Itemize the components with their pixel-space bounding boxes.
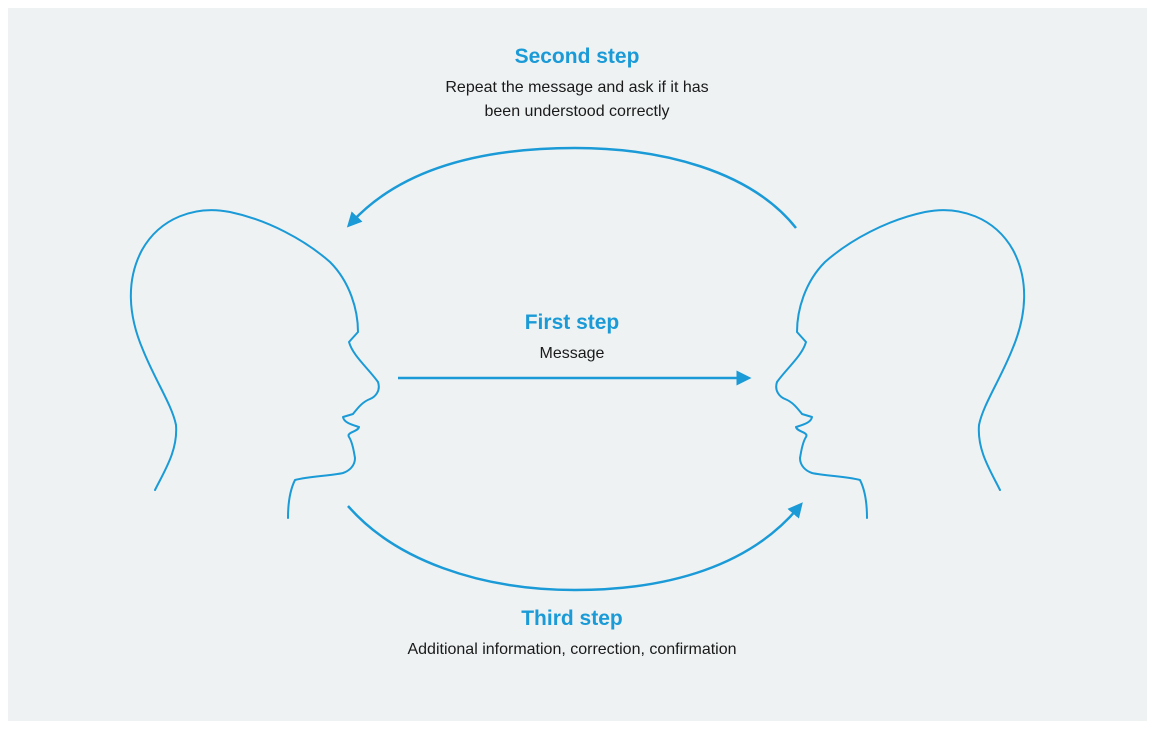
first-step-label: First step Message [422, 310, 722, 366]
right-head-icon [775, 209, 1026, 519]
third-step-label: Third step Additional information, corre… [322, 606, 822, 662]
second-step-description-line1: Repeat the message and ask if it has [445, 79, 709, 96]
third-step-arrow [347, 502, 803, 592]
second-step-description-line2: been understood correctly [484, 103, 670, 120]
first-step-title: First step [524, 311, 620, 334]
diagram-background [8, 8, 1147, 721]
second-step-arrow [346, 146, 797, 229]
first-step-description: Message [539, 345, 605, 362]
third-step-description: Additional information, correction, conf… [407, 641, 737, 658]
third-step-title: Third step [521, 607, 623, 630]
second-step-title: Second step [514, 45, 640, 68]
second-step-label: Second step Repeat the message and ask i… [377, 44, 777, 124]
left-head-icon [129, 209, 380, 519]
